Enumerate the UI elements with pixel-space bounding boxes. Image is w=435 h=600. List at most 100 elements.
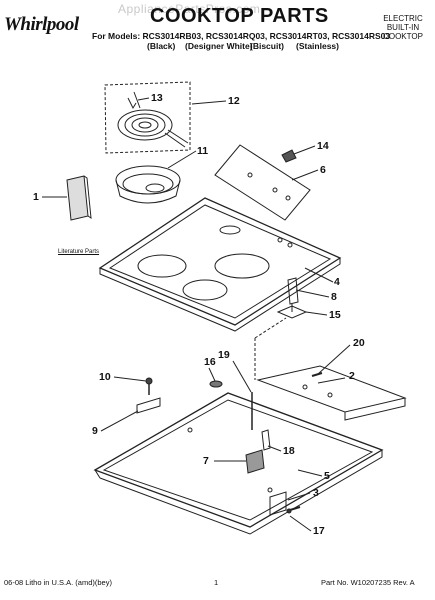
footer-part-number: Part No. W10207235 Rev. A [321,578,415,587]
category-line-2: BUILT-IN [386,23,420,32]
switch [287,277,299,305]
leader-15 [305,311,328,316]
clip-screw-head [286,508,292,514]
leader-20 [317,344,351,375]
leader-17 [289,515,312,532]
category-line-1: ELECTRIC [383,14,423,23]
variant-black: (Black) [147,41,176,51]
bracket-slot-2 [327,392,333,398]
variant-stainless: (Stainless) [296,41,339,51]
junction-bracket [256,365,407,413]
leader-5 [297,469,323,477]
junction-bracket-edge [344,398,406,421]
drip-bowl-hole [145,183,165,193]
leader-12 [191,100,227,105]
callout-19: 19 [218,349,230,361]
category-line-3: COOKTOP [383,32,423,41]
element-clip [133,91,141,109]
indicator-light [281,149,297,163]
glass-hole-2 [287,242,293,248]
drip-bowl-side [115,179,181,204]
leader-10 [113,376,147,382]
mounting-clip [269,491,287,516]
models-line: For Models: RCS3014RB03, RCS3014RQ03, RC… [92,31,391,41]
bracket-screw [311,372,323,377]
surface-element-ring-4 [138,121,152,129]
callout-20: 20 [353,337,365,349]
leader-13 [137,97,150,101]
glass-hole-1 [277,237,283,243]
clip-screw [289,506,301,511]
literature-parts-label: Literature Parts [58,249,100,255]
element-receptacle [127,97,137,110]
callout-8: 8 [331,291,337,303]
harness-terminal [261,429,271,451]
callout-9: 9 [92,425,98,437]
leader-16 [208,367,216,382]
callout-17: 17 [313,525,325,537]
category-label: ELECTRIC BUILT-IN COOKTOP [376,14,430,41]
surface-element-ring-2 [124,113,166,137]
drip-bowl-inner [122,173,174,195]
burner-left-rear [137,254,187,278]
callout-7: 7 [203,455,209,467]
footer-page-number: 1 [214,578,219,587]
callout-13: 13 [151,92,163,104]
callout-2: 2 [349,370,355,382]
callout-10: 10 [99,371,111,383]
leader-19 [232,360,252,393]
cooktop-glass [98,197,342,326]
ground-block [245,449,265,474]
callout-18: 18 [283,445,295,457]
cooktop-glass-inner [108,204,332,319]
literature-booklet-edge [83,175,92,220]
box-hole-1 [187,427,193,433]
element-terminals [164,129,189,148]
element-box-outline [104,81,191,154]
bracket-hole-1 [272,187,278,193]
page-title: COOKTOP PARTS [150,5,329,27]
leader-4 [304,267,334,283]
cooktop-glass-edge [99,258,341,332]
callout-5: 5 [324,470,330,482]
bracket-hole-2 [285,195,291,201]
grommet [209,380,223,388]
leader-18 [267,445,282,452]
leader-14 [293,145,316,155]
burner-right-rear [214,253,270,279]
surface-element-ring-3 [131,117,159,133]
bracket-hole-3 [247,172,253,178]
dashed-connector-2 [254,317,287,339]
brand-logo: Whirlpool [4,14,79,35]
leader-9 [100,410,139,432]
surface-element-coil [117,109,173,141]
callout-4: 4 [334,276,340,288]
leader-11 [167,150,197,169]
callout-3: 3 [313,487,319,499]
leader-3 [287,492,311,501]
terminal-screw [145,377,153,385]
box-hole-2 [267,487,273,493]
burner-front [182,279,228,301]
variant-designer-white: (Designer White) [185,41,253,51]
cooktop-box-side [94,450,383,535]
bracket-slot-1 [302,384,308,390]
cooktop-box-floor [102,399,374,521]
callout-12: 12 [228,95,240,107]
callout-16: 16 [204,356,216,368]
callout-6: 6 [320,164,326,176]
callout-1: 1 [33,191,39,203]
callout-14: 14 [317,140,329,152]
callout-11: 11 [197,145,209,157]
terminal-block [136,397,161,414]
leader-8 [295,289,330,298]
leader-2 [317,377,346,384]
burner-small [219,225,241,235]
literature-booklet [66,175,89,221]
footer-litho: 06-08 Litho in U.S.A. (amd)(bey) [4,578,112,587]
callout-15: 15 [329,309,341,321]
watermark: AppliancePartsPros.com [118,2,261,16]
variant-biscuit: (Biscuit) [250,41,284,51]
control-bracket [214,144,311,221]
